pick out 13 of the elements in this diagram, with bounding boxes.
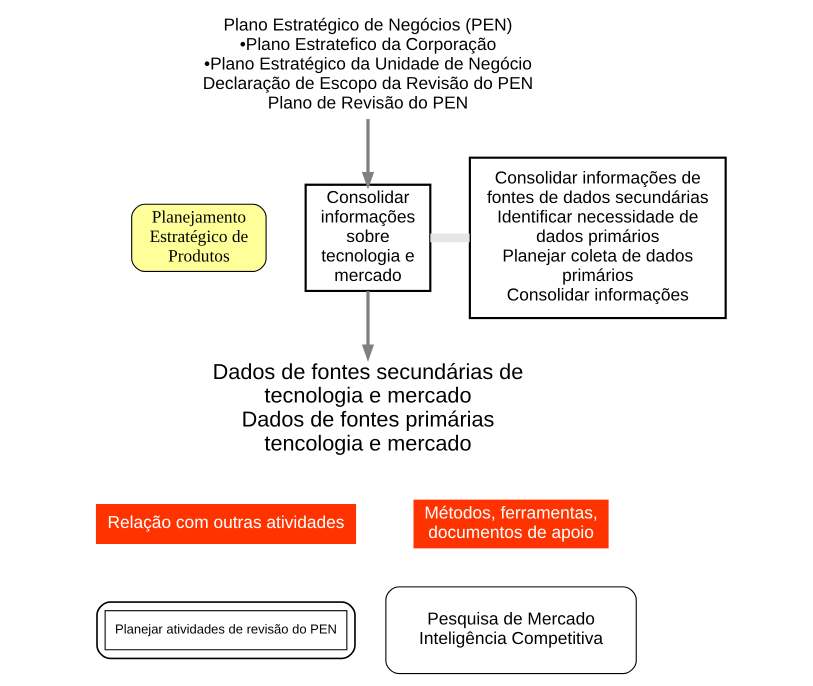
node-box: Consolidar informações de fontes de dados secundárias Identificar necessidade de dados primários Planejar coleta de dados primários Consolidar informações bbox=[468, 156, 726, 320]
node-box: Métodos, ferramentas, documentos de apoio bbox=[413, 500, 608, 548]
node-box: Planejamento Estratégico de Produtos bbox=[130, 204, 266, 272]
cluster bbox=[96, 601, 356, 660]
node-box: Consolidar informações sobre tecnologia e mercado bbox=[304, 184, 431, 292]
connector bbox=[430, 234, 470, 242]
node-box: Planejar atividades de revisão do PEN bbox=[104, 610, 347, 650]
arrow bbox=[361, 119, 374, 190]
node-box: Pesquisa de Mercado Inteligência Competitiva bbox=[384, 586, 636, 674]
arrow bbox=[361, 291, 374, 362]
node-text: Plano Estratégico de Negócios (PEN) •Plano Estratefico da Corporação •Plano Estratégico da Unidade de Negócio Declaração de Escopo da Revisão do PEN Plano de Revisão do PEN bbox=[202, 14, 533, 113]
node-box: Relação com outras atividades bbox=[95, 504, 356, 544]
node-text: Dados de fontes secundárias de tecnologia e mercado Dados de fontes primárias tencologia e mercado bbox=[212, 358, 523, 456]
